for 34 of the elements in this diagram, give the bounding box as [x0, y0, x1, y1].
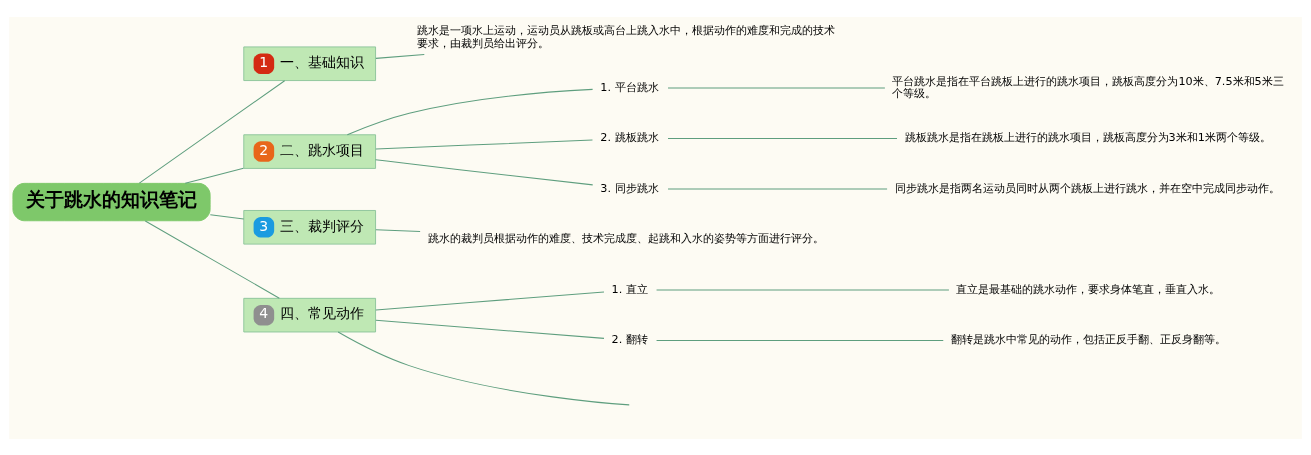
connector: [667, 187, 888, 189]
node-text: 直立是最基础的跳水动作，要求身体笔直，垂直入水。: [956, 282, 1221, 296]
connector: [656, 288, 950, 290]
connector: [337, 331, 630, 405]
connector: [144, 219, 280, 299]
node-text: 翻转是跳水中常见的动作，包括正反手翻、正反身翻等。: [950, 332, 1226, 346]
node-box: 1 一、基础知识: [243, 45, 377, 81]
connector: [209, 213, 245, 219]
connector: [375, 53, 425, 59]
connector: [375, 319, 605, 339]
node-box: 4 四、常见动作: [243, 297, 377, 332]
connector: [375, 139, 593, 149]
node-text: 3. 同步跳水: [600, 181, 659, 195]
node-box: 关于跳水的知识笔记: [12, 182, 211, 221]
node-text: 2. 翻转: [611, 332, 648, 346]
connector: [184, 167, 244, 184]
connector: [375, 158, 594, 185]
node-box: 2 二、跳水项目: [243, 133, 377, 169]
node-text: 跳水的裁判员根据动作的难度、技术完成度、起跳和入水的姿势等方面进行评分。: [427, 231, 824, 245]
node-text: 跳板跳水是指在跳板上进行的跳水项目，跳板高度分为3米和1米两个等级。: [904, 130, 1271, 144]
node-text: 1. 平台跳水: [600, 80, 659, 94]
node-text: 1. 直立: [611, 282, 648, 296]
node-text: 2. 跳板跳水: [600, 130, 659, 144]
node-text: 同步跳水是指两名运动员同时从两个跳板上进行跳水，并在空中完成同步动作。: [894, 181, 1280, 195]
node-box: 3 三、裁判评分: [243, 209, 377, 245]
connector: [656, 339, 944, 341]
connector: [346, 88, 594, 135]
connector: [138, 79, 286, 184]
node-text: 平台跳水是指在平台跳板上进行的跳水项目，跳板高度分为10米、7.5米和5米三个等级。: [892, 74, 1284, 100]
connector: [667, 137, 898, 139]
connector: [667, 87, 886, 89]
connector: [375, 228, 421, 232]
connector: [375, 290, 605, 310]
node-text: 跳水是一项水上运动，运动员从跳板或高台上跳入水中，根据动作的难度和完成的技术要求，由裁判员给出评分。: [416, 23, 835, 50]
